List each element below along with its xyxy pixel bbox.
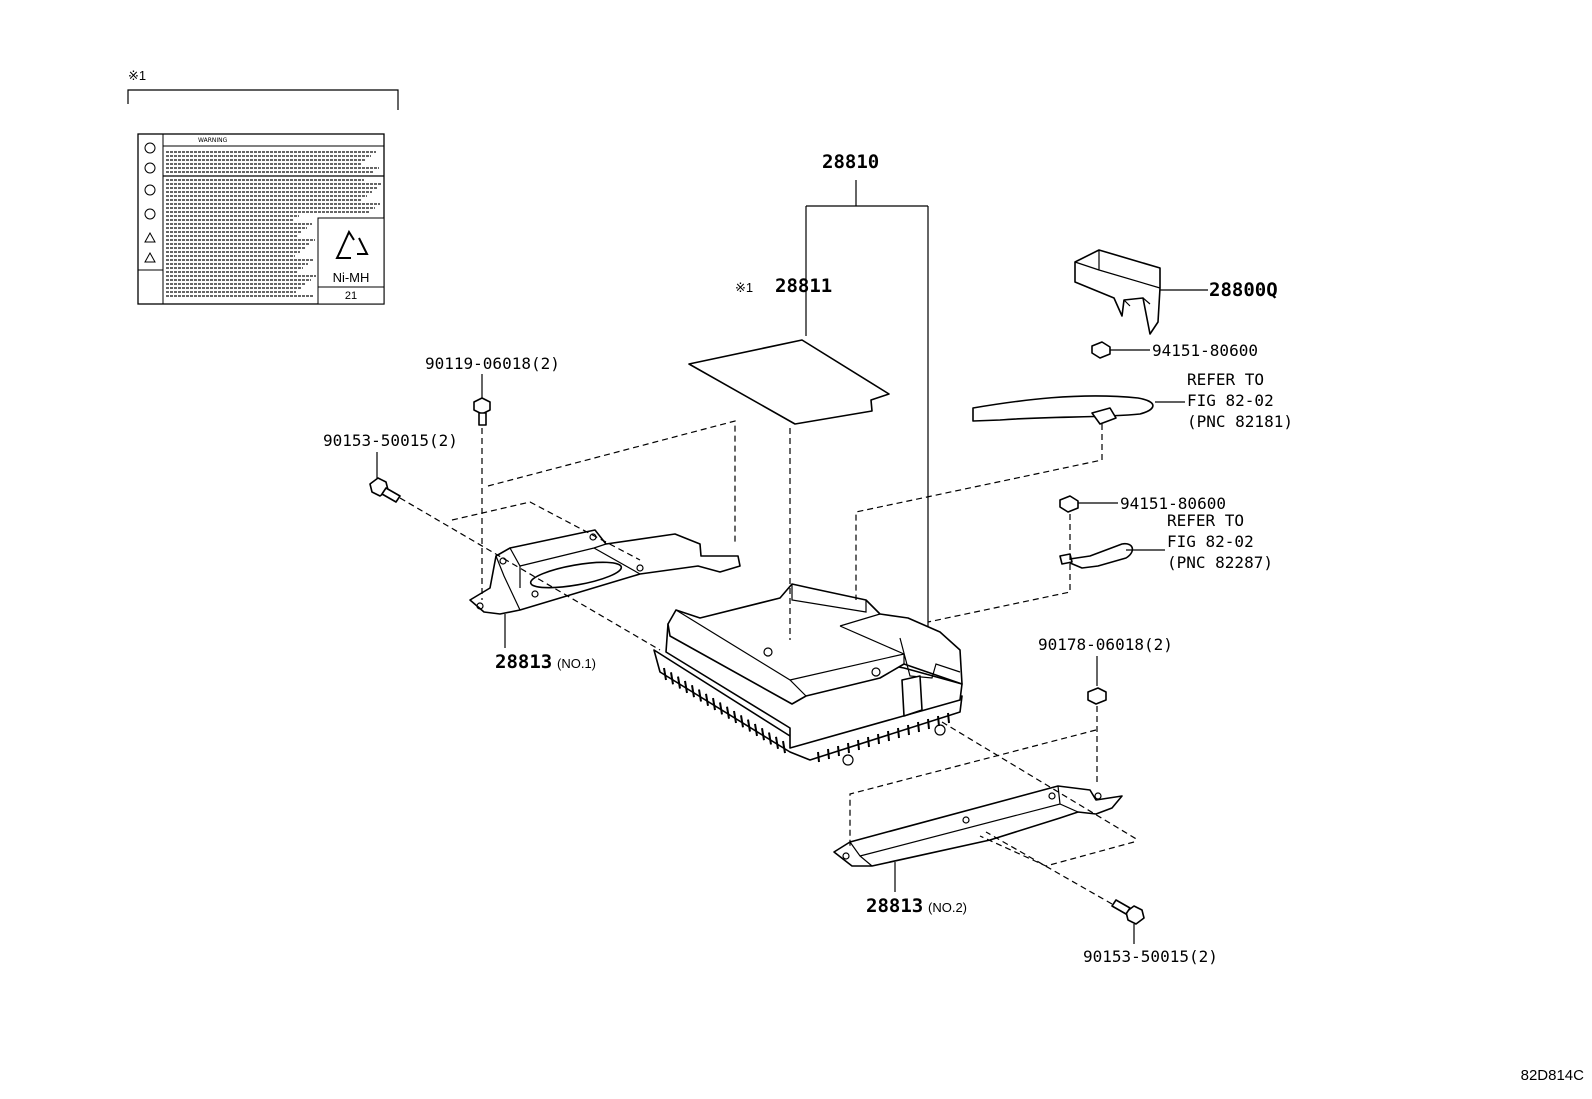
part-90153-50015-label-left: 90153-50015(2): [323, 431, 458, 450]
label-sticker-group: ※1 WARNING Ni-MH 21: [127, 68, 399, 305]
heatsink-fin: [827, 748, 830, 760]
heatsink-fin: [754, 723, 758, 737]
cable-82181: [972, 395, 1154, 425]
bracket-28813-no1: [469, 529, 741, 615]
warning-header: WARNING: [198, 137, 228, 144]
heatsink-fin: [782, 740, 786, 754]
label-sheet-28811: [688, 339, 890, 425]
part-28813-no2-label: 28813: [866, 895, 923, 917]
heatsink-fin: [768, 732, 772, 745]
heatsink-fin: [867, 736, 870, 748]
recycle-icon: [335, 229, 369, 259]
label-note-marker: ※1: [128, 68, 146, 83]
part-94151-80600-label-1: 94151-80600: [1152, 341, 1258, 360]
assembly-bracket-line: [805, 180, 929, 628]
ecu-unit-28810: [653, 583, 963, 766]
bolt-90119: [473, 397, 491, 426]
heatsink-fin: [705, 693, 709, 706]
heatsink-fin: [817, 751, 820, 763]
caution-triangle-icon: [144, 231, 156, 243]
heatsink-fin: [937, 715, 940, 727]
recycle-box: [317, 217, 385, 305]
heatsink-fin: [837, 745, 840, 757]
heatsink-fin: [907, 724, 910, 736]
label-part-marker: ※1: [735, 280, 753, 295]
heatsink-fin: [775, 736, 779, 749]
part-28811-label: 28811: [775, 275, 832, 297]
icon-1: [144, 142, 156, 154]
heatsink-fin: [897, 727, 900, 739]
part-28813-no2-suffix: (NO.2): [928, 900, 967, 915]
assembly-dashed-lines: [399, 420, 1139, 905]
part-28813-no1-suffix: (NO.1): [557, 656, 596, 671]
part-28810-label: 28810: [822, 151, 879, 173]
ref-1-line-1: REFER TO: [1187, 370, 1264, 389]
heatsink-fin: [877, 733, 880, 745]
label-text-lines: [163, 151, 384, 297]
icon-2: [144, 162, 156, 174]
diagram-code: 82D814C: [1521, 1067, 1585, 1084]
heatsink-fin: [733, 710, 737, 724]
label-bracket: [127, 89, 399, 110]
bolt-90153-left: [369, 477, 401, 503]
heatsink-fin: [947, 712, 950, 724]
heatsink-fin: [740, 715, 744, 728]
caution-triangle-icon-2: [144, 251, 156, 263]
part-90119-06018-label: 90119-06018(2): [425, 354, 560, 373]
heatsink-fin: [684, 680, 688, 694]
ref-2-line-3: (PNC 82287): [1167, 553, 1273, 572]
heatsink-fin: [712, 697, 716, 711]
cover-28800Q: [1074, 249, 1161, 335]
part-28813-no1-label: 28813: [495, 651, 552, 673]
ref-1-line-2: FIG 82-02: [1187, 391, 1274, 410]
nut-94151-1: [1091, 341, 1111, 359]
nut-94151-2: [1059, 495, 1079, 513]
part-90178-06018-label: 90178-06018(2): [1038, 635, 1173, 654]
ref-1-line-3: (PNC 82181): [1187, 412, 1293, 431]
heatsink-fin: [691, 685, 695, 698]
ref-2-line-1: REFER TO: [1167, 511, 1244, 530]
heatsink-fin: [887, 730, 890, 742]
heatsink-fins: [663, 667, 950, 763]
heatsink-fin: [927, 718, 930, 730]
cable-82287: [1059, 542, 1134, 569]
heatsink-fin: [847, 742, 850, 754]
heatsink-fin: [917, 721, 920, 733]
warning-icons: [144, 142, 156, 263]
part-90153-50015-label-bottom: 90153-50015(2): [1083, 947, 1218, 966]
heatsink-fin: [761, 728, 765, 741]
icon-4: [144, 208, 156, 220]
recycle-text: Ni-MH: [333, 270, 370, 285]
ref-2-line-2: FIG 82-02: [1167, 532, 1254, 551]
label-number: 21: [345, 290, 357, 302]
bolt-90153-bottom: [1111, 899, 1145, 925]
heatsink-fin: [698, 689, 702, 702]
part-28800Q-label: 28800Q: [1209, 279, 1278, 301]
bracket-28813-no2: [833, 785, 1123, 867]
icon-3: [144, 184, 156, 196]
part-94151-80600-label-2: 94151-80600: [1120, 494, 1226, 513]
heatsink-fin: [677, 676, 681, 689]
heatsink-fin: [670, 672, 674, 685]
heatsink-fin: [747, 719, 751, 732]
heatsink-fin: [719, 702, 723, 715]
heatsink-fin: [663, 667, 667, 681]
nut-90178: [1087, 687, 1107, 705]
heatsink-fin: [726, 706, 730, 719]
heatsink-fin: [857, 739, 860, 751]
